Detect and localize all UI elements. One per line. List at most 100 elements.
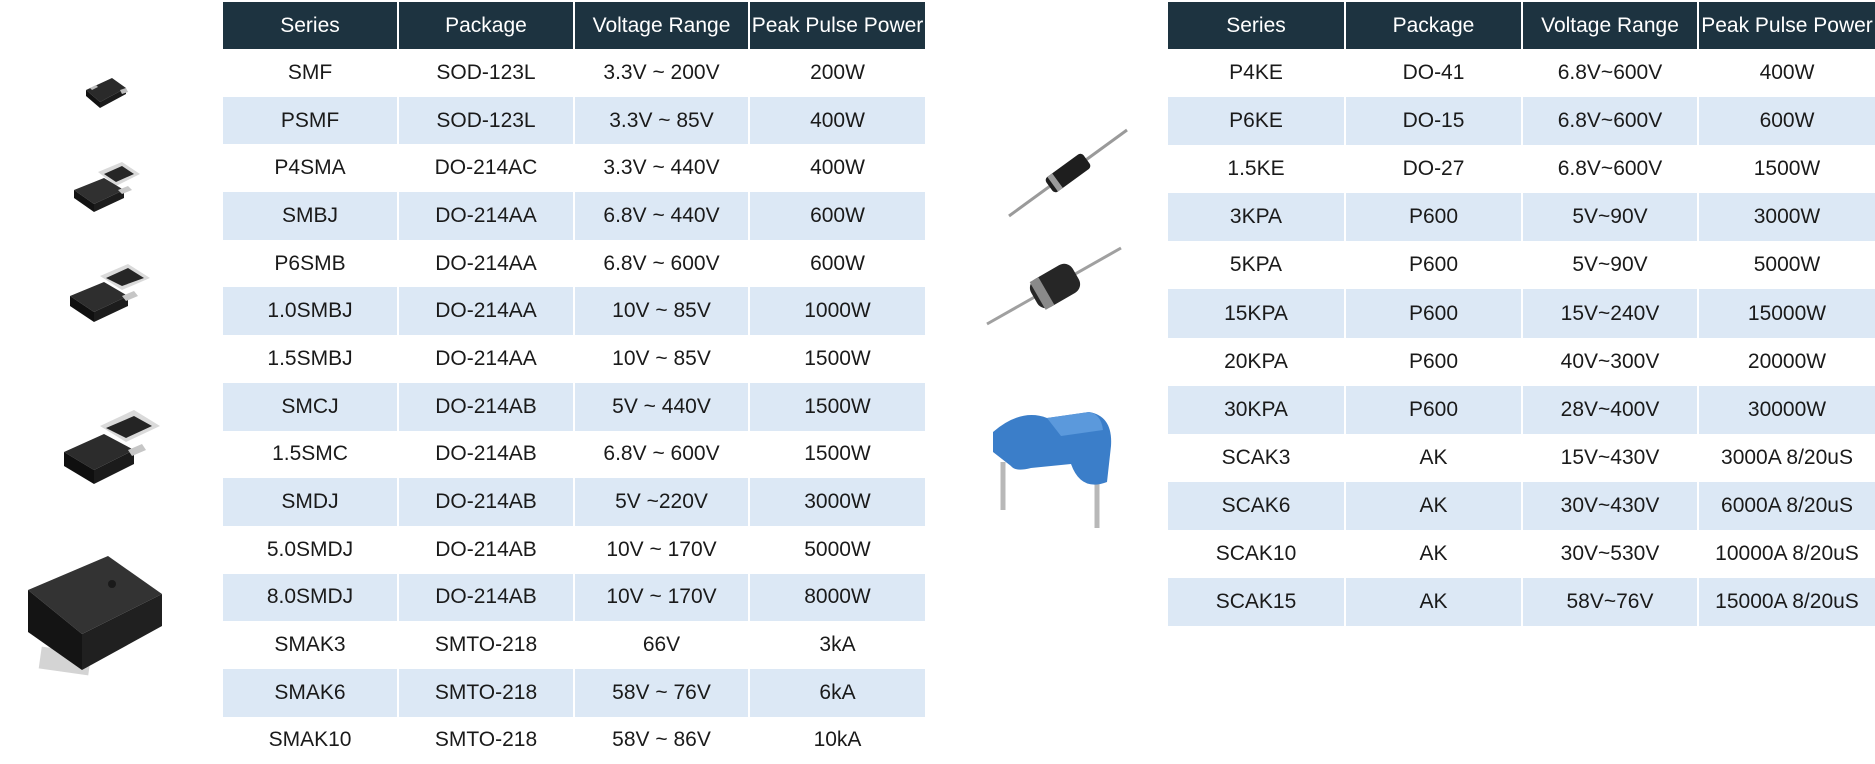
package-cell: SOD-123L	[398, 96, 575, 145]
peak-pulse-power-cell: 30000W	[1698, 385, 1875, 434]
voltage-range-cell: 6.8V ~ 600V	[574, 430, 750, 479]
package-cell: SMTO-218	[398, 716, 575, 764]
series-cell: P4KE	[1168, 49, 1346, 98]
voltage-range-cell: 3.3V ~ 440V	[574, 144, 750, 193]
peak-pulse-power-cell: 200W	[749, 49, 925, 97]
peak-pulse-power-cell: 15000A 8/20uS	[1698, 578, 1875, 627]
header-voltage-range: Voltage Range	[574, 2, 750, 49]
smd-series-table: Series Package Voltage Range Peak Pulse …	[223, 2, 925, 764]
series-cell: 1.5SMC	[223, 430, 399, 479]
package-cell: AK	[1345, 529, 1523, 579]
package-cell: P600	[1345, 241, 1523, 290]
smb-package-photo	[66, 262, 162, 334]
voltage-range-cell: 10V ~ 170V	[574, 525, 750, 574]
p600-diode-photo	[985, 242, 1125, 332]
voltage-range-cell: 5V ~ 440V	[574, 382, 750, 431]
smc-package-photo	[60, 408, 170, 498]
voltage-range-cell: 58V ~ 86V	[574, 716, 750, 764]
package-cell: DO-214AB	[398, 478, 575, 526]
series-cell: SMAK10	[223, 716, 399, 764]
series-cell: 5KPA	[1168, 241, 1346, 290]
voltage-range-cell: 6.8V~600V	[1522, 97, 1699, 146]
voltage-range-cell: 3.3V ~ 85V	[574, 96, 750, 145]
peak-pulse-power-cell: 10kA	[749, 716, 925, 764]
package-cell: AK	[1345, 481, 1523, 530]
voltage-range-cell: 5V ~220V	[574, 478, 750, 526]
peak-pulse-power-cell: 1500W	[749, 335, 925, 383]
header-package: Package	[398, 2, 575, 49]
voltage-range-cell: 6.8V ~ 440V	[574, 192, 750, 240]
package-cell: DO-214AA	[398, 335, 575, 383]
series-cell: 8.0SMDJ	[223, 573, 399, 622]
voltage-range-cell: 40V~300V	[1522, 337, 1699, 386]
voltage-range-cell: 5V~90V	[1522, 241, 1699, 290]
series-cell: P6SMB	[223, 239, 399, 288]
package-cell: SOD-123L	[398, 49, 575, 97]
table-header-row: Series Package Voltage Range Peak Pulse …	[223, 2, 925, 49]
peak-pulse-power-cell: 1500W	[1698, 145, 1875, 194]
series-cell: 20KPA	[1168, 337, 1346, 386]
peak-pulse-power-cell: 600W	[749, 192, 925, 240]
blue-varistor-photo	[985, 402, 1125, 532]
peak-pulse-power-cell: 3kA	[749, 621, 925, 669]
voltage-range-cell: 30V~530V	[1522, 529, 1699, 579]
package-cell: DO-214AA	[398, 287, 575, 336]
voltage-range-cell: 66V	[574, 621, 750, 669]
sma-package-photo	[70, 160, 150, 224]
series-cell: SMBJ	[223, 192, 399, 240]
series-cell: SCAK15	[1168, 578, 1346, 627]
header-series: Series	[223, 2, 399, 49]
peak-pulse-power-cell: 20000W	[1698, 337, 1875, 386]
voltage-range-cell: 15V~430V	[1522, 433, 1699, 482]
series-cell: 1.5KE	[1168, 145, 1346, 194]
peak-pulse-power-cell: 5000W	[1698, 241, 1875, 290]
header-peak-pulse-power: Peak Pulse Power	[749, 2, 925, 49]
peak-pulse-power-cell: 1000W	[749, 287, 925, 336]
series-cell: 5.0SMDJ	[223, 525, 399, 574]
series-cell: SMCJ	[223, 382, 399, 431]
series-cell: SCAK10	[1168, 529, 1346, 579]
series-cell: SMF	[223, 49, 399, 97]
package-cell: DO-15	[1345, 97, 1523, 146]
header-package: Package	[1345, 2, 1523, 49]
series-cell: 1.0SMBJ	[223, 287, 399, 336]
package-cell: AK	[1345, 433, 1523, 482]
peak-pulse-power-cell: 3000W	[749, 478, 925, 526]
peak-pulse-power-cell: 600W	[749, 239, 925, 288]
package-cell: P600	[1345, 289, 1523, 338]
package-cell: AK	[1345, 578, 1523, 627]
series-cell: 1.5SMBJ	[223, 335, 399, 383]
axial-diode-photo	[1005, 124, 1131, 220]
package-cell: DO-214AB	[398, 382, 575, 431]
voltage-range-cell: 3.3V ~ 200V	[574, 49, 750, 97]
peak-pulse-power-cell: 3000A 8/20uS	[1698, 433, 1875, 482]
peak-pulse-power-cell: 400W	[749, 144, 925, 193]
peak-pulse-power-cell: 400W	[749, 96, 925, 145]
peak-pulse-power-cell: 10000A 8/20uS	[1698, 529, 1875, 579]
peak-pulse-power-cell: 6000A 8/20uS	[1698, 481, 1875, 530]
peak-pulse-power-cell: 3000W	[1698, 193, 1875, 242]
series-cell: SMAK6	[223, 668, 399, 717]
series-cell: 15KPA	[1168, 289, 1346, 338]
peak-pulse-power-cell: 6kA	[749, 668, 925, 717]
voltage-range-cell: 10V ~ 85V	[574, 335, 750, 383]
peak-pulse-power-cell: 5000W	[749, 525, 925, 574]
header-peak-pulse-power: Peak Pulse Power	[1698, 2, 1875, 49]
